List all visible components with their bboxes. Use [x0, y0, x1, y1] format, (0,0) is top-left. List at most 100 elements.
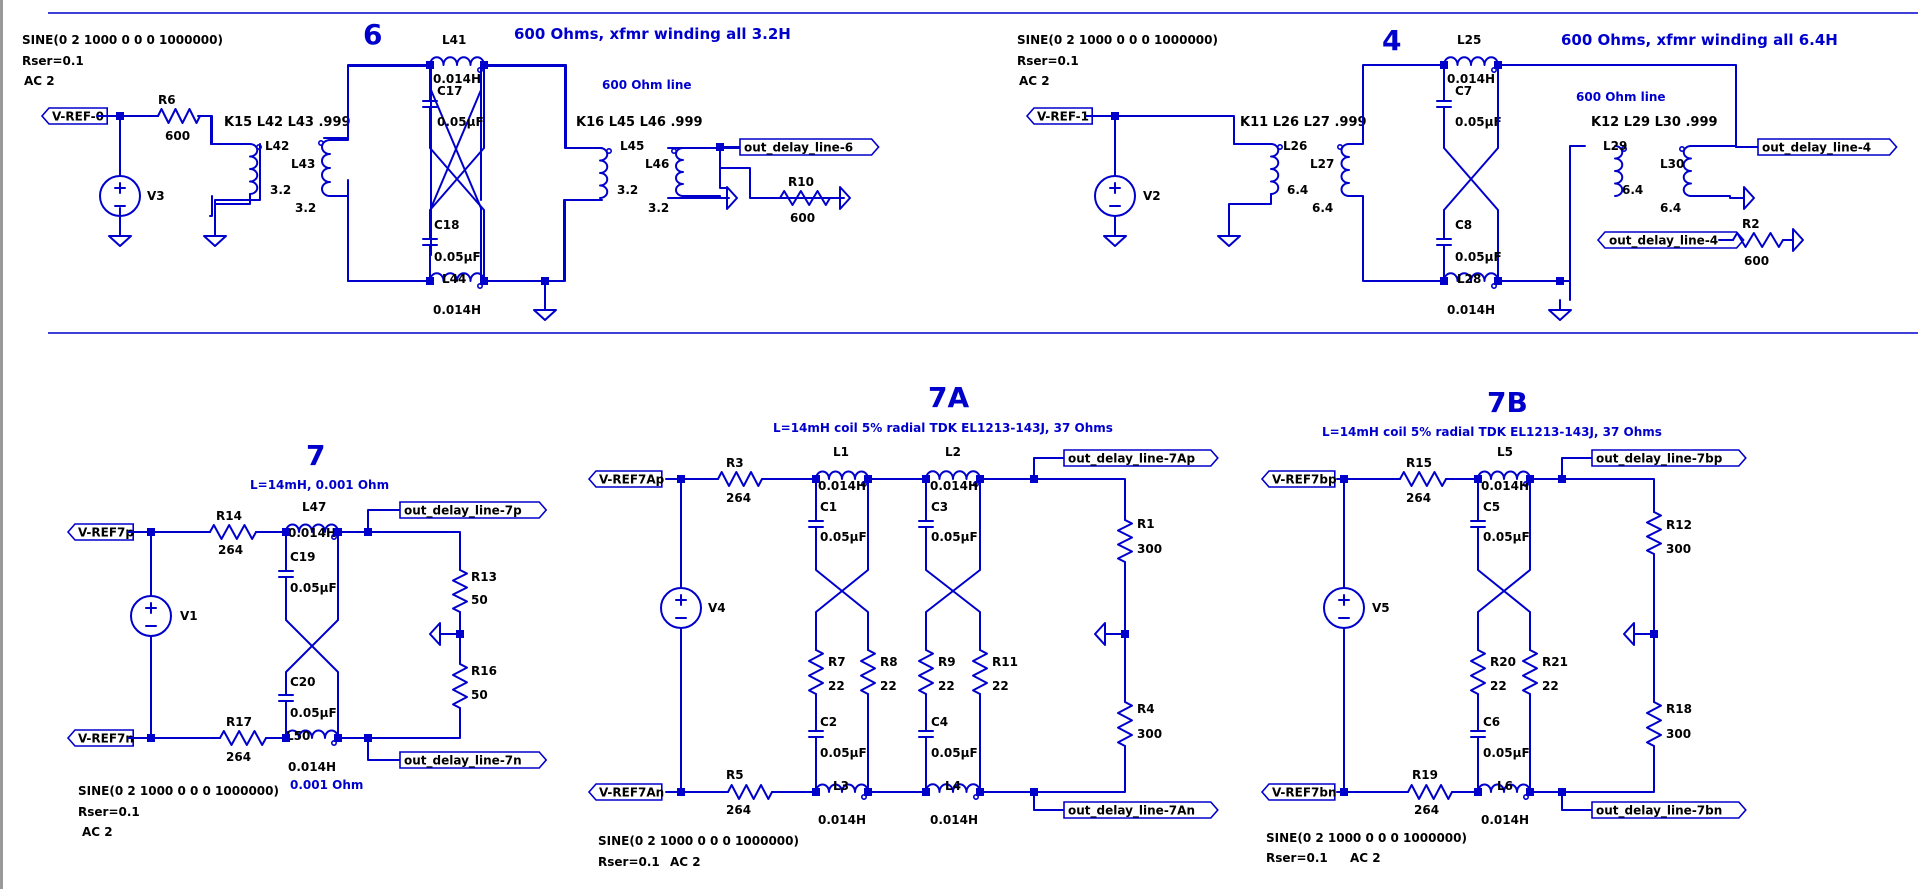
net-label-v-ref7n[interactable]: V-REF7n: [66, 729, 134, 747]
inductor-l3[interactable]: L30.014H: [815, 779, 869, 827]
component-value: 0.05µF: [931, 746, 978, 760]
inductor-l6[interactable]: L60.014H: [1477, 779, 1531, 827]
net-label-out_delay_line-7ap[interactable]: out_delay_line-7Ap: [1063, 449, 1219, 467]
inductor-l1[interactable]: L10.014H: [815, 445, 869, 493]
coupling-directive: K12 L29 L30 .999: [1591, 115, 1718, 130]
net-label-v-ref7bn[interactable]: V-REF7bn: [1260, 783, 1337, 801]
net-label-out_delay_line-7an[interactable]: out_delay_line-7An: [1063, 801, 1219, 819]
net-label-text: V-REF-0: [52, 110, 104, 124]
voltage-source-v2[interactable]: V2: [1094, 175, 1161, 217]
voltage-source-v4[interactable]: V4: [660, 587, 726, 629]
net-label-v-ref7ap[interactable]: V-REF7Ap: [587, 470, 665, 488]
component-value: 3.2: [295, 201, 316, 215]
net-label-v-ref7p[interactable]: V-REF7p: [66, 523, 134, 541]
net-label-v-ref7an[interactable]: V-REF7An: [587, 783, 664, 801]
net-label-out_delay_line-7n[interactable]: out_delay_line-7n: [399, 751, 548, 769]
coupling-directive: K15 L42 L43 .999: [224, 115, 351, 130]
voltage-source-v5[interactable]: V5: [1323, 587, 1390, 629]
voltage-source-v3[interactable]: V3: [99, 175, 165, 217]
inductor-l4[interactable]: L40.014H: [925, 779, 981, 827]
net-label-out_delay_line-7p[interactable]: out_delay_line-7p: [399, 501, 548, 519]
net-label-v-ref7bp[interactable]: V-REF7bp: [1260, 470, 1337, 488]
capacitor-c1[interactable]: C10.05µF: [808, 500, 867, 544]
inductor-l5[interactable]: L50.014H: [1477, 445, 1531, 493]
component-name: C4: [931, 715, 948, 729]
net-label-out_delay_line-7bn[interactable]: out_delay_line-7bn: [1591, 801, 1747, 819]
capacitor-c5[interactable]: C50.05µF: [1470, 500, 1530, 544]
net-label-out_delay_line-6[interactable]: out_delay_line-6: [739, 138, 880, 156]
wire: [815, 527, 869, 651]
net-label-shape: [1063, 801, 1219, 819]
component-name: L45: [620, 139, 644, 153]
net-label-out_delay_line-4[interactable]: out_delay_line-4: [1757, 138, 1898, 156]
capacitor-c2[interactable]: C20.05µF: [808, 715, 867, 760]
net-label-out_delay_line-4[interactable]: out_delay_line-4: [1596, 231, 1745, 249]
ground-icon: [533, 299, 557, 321]
inductor-l2[interactable]: L20.014H: [925, 445, 981, 493]
component-value: 600: [790, 211, 815, 225]
ground-symbol: [429, 622, 451, 646]
capacitor-c6[interactable]: C60.05µF: [1470, 715, 1530, 760]
section-7: 7 L=14mH, 0.001 Ohm 0.001 Ohm SINE(0 2 1…: [78, 439, 389, 839]
net-label-out_delay_line-7bp[interactable]: out_delay_line-7bp: [1591, 449, 1747, 467]
capacitor-c4[interactable]: C4 0.05µF: [918, 715, 978, 760]
voltage-source-v1[interactable]: V1: [130, 595, 198, 637]
component-name: L28: [1457, 272, 1481, 286]
component-name: R14: [216, 509, 242, 523]
source-rser: Rser=0.1: [78, 805, 140, 819]
wire: [214, 193, 251, 227]
capacitor-c8[interactable]: C80.05µF: [1436, 218, 1502, 264]
section-title: 7A: [928, 381, 969, 414]
component-value: 0.014H: [288, 526, 336, 540]
component-name: L44: [442, 272, 466, 286]
ground-symbol: [1103, 225, 1127, 247]
capacitor-c3[interactable]: C30.05µF: [918, 500, 978, 544]
net-label-v-ref-1[interactable]: V-REF-1: [1025, 107, 1093, 125]
component-name: R20: [1490, 655, 1516, 669]
capacitor-c7[interactable]: C70.05µF: [1436, 84, 1502, 129]
component-name: V2: [1143, 189, 1161, 203]
capacitor-icon: [918, 730, 934, 738]
section-note: L=14mH coil 5% radial TDK EL1213-143J, 3…: [773, 421, 1113, 435]
component-value: 6.4: [1312, 201, 1333, 215]
